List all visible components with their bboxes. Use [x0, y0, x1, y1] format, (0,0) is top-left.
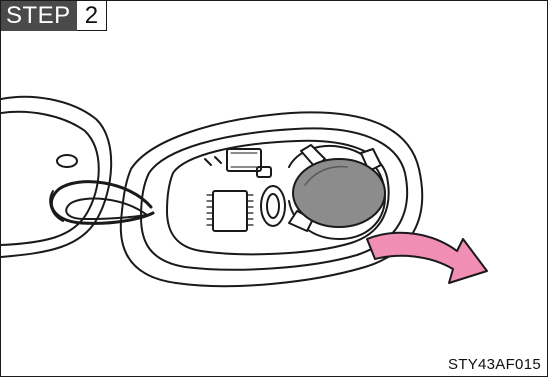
curved-arrow-icon: [367, 233, 487, 283]
figure-code: STY43AF015: [448, 356, 541, 373]
coin-battery: [293, 159, 385, 227]
step-label: STEP 2: [1, 1, 107, 31]
step-number: 2: [77, 1, 107, 31]
step-word: STEP: [1, 1, 77, 31]
fob-cover: [1, 97, 111, 257]
